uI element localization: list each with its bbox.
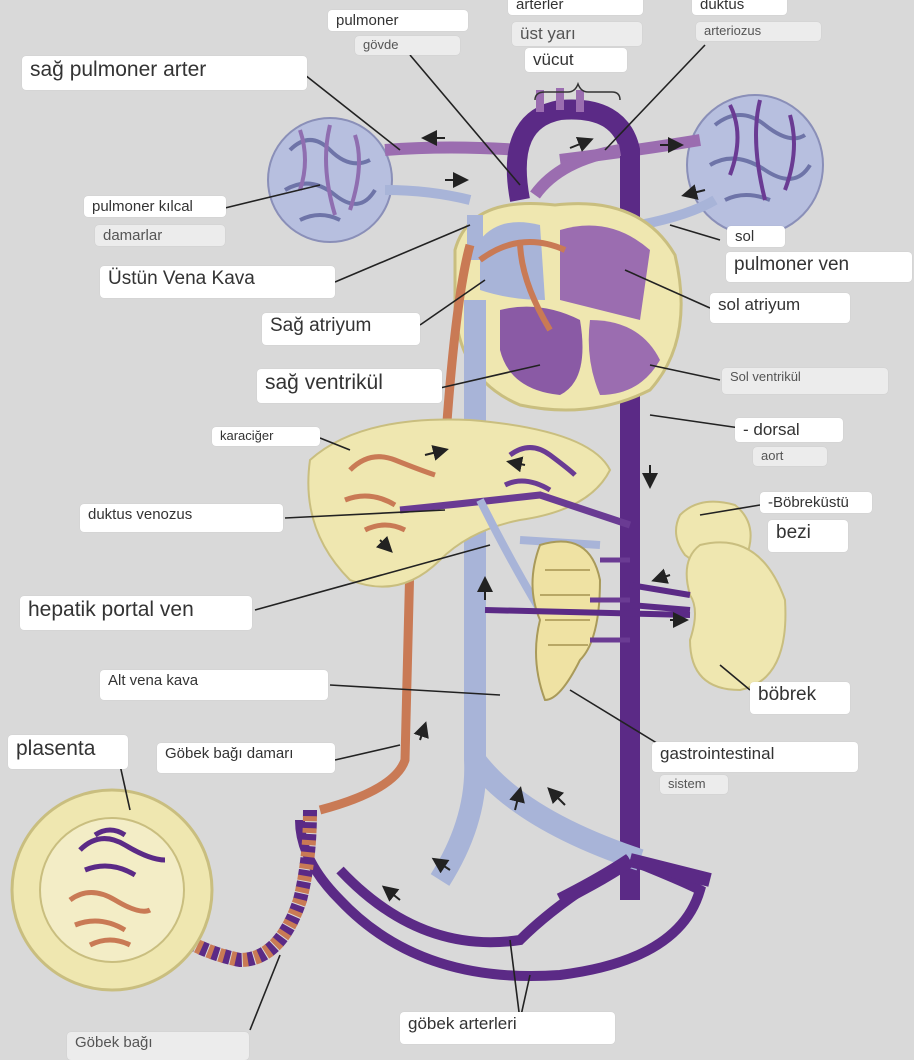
label-arteriozus: arteriozus: [696, 22, 821, 41]
label-alt-vena-kava: Alt vena kava: [100, 670, 328, 700]
label-sag-ventrikul: sağ ventrikül: [257, 369, 442, 403]
gastrointestinal-tract: [533, 542, 601, 700]
label-hepatik-portal-ven: hepatik portal ven: [20, 596, 252, 630]
heart: [455, 203, 681, 410]
label-bobrek: böbrek: [750, 682, 850, 714]
right-pulmonary-vein: [385, 190, 470, 200]
label-sag-atriyum: Sağ atriyum: [262, 313, 420, 345]
ductus-arteriosus: [535, 150, 620, 195]
label-gastrointestinal: gastrointestinal: [652, 742, 858, 772]
label-ustun-vena-kava: Üstün Vena Kava: [100, 266, 335, 298]
label-sol-atriyum: sol atriyum: [710, 293, 850, 323]
label-sol: sol: [727, 226, 785, 247]
kidney: [687, 542, 786, 690]
label-plasenta: plasenta: [8, 735, 128, 769]
label-pulmoner-ven: pulmoner ven: [726, 252, 912, 282]
label-ust-yari: üst yarı: [512, 22, 642, 46]
label-sol-ventrikul: Sol ventrikül: [722, 368, 888, 394]
label-pulmoner-kilcal: pulmoner kılcal: [84, 196, 226, 217]
label-gobek-arterleri: göbek arterleri: [400, 1012, 615, 1044]
label-sistem: sistem: [660, 775, 728, 794]
label-damarlar: damarlar: [95, 225, 225, 246]
label-govde: gövde: [355, 36, 460, 55]
label-vucut: vücut: [525, 48, 627, 72]
label-duktus-venozus: duktus venozus: [80, 504, 283, 532]
label-arterler: arterler: [508, 0, 643, 15]
label-pulmoner: pulmoner: [328, 10, 468, 31]
label-gobek-bagi: Göbek bağı: [67, 1032, 249, 1060]
placenta: [12, 790, 212, 990]
label-dorsal: - dorsal: [735, 418, 843, 442]
label-karaciger: karaciğer: [212, 427, 320, 446]
label-duktus: duktus: [692, 0, 787, 15]
label-sag-pulmoner-arter: sağ pulmoner arter: [22, 56, 307, 90]
label-bezi: bezi: [768, 520, 848, 552]
label-bobrekustu: -Böbreküstü: [760, 492, 872, 513]
right-lung: [268, 118, 392, 242]
right-pulmonary-artery: [385, 148, 520, 151]
left-lung: [687, 95, 823, 235]
label-gobek-bagi-damari: Göbek bağı damarı: [157, 743, 335, 773]
label-aort: aort: [753, 447, 827, 466]
